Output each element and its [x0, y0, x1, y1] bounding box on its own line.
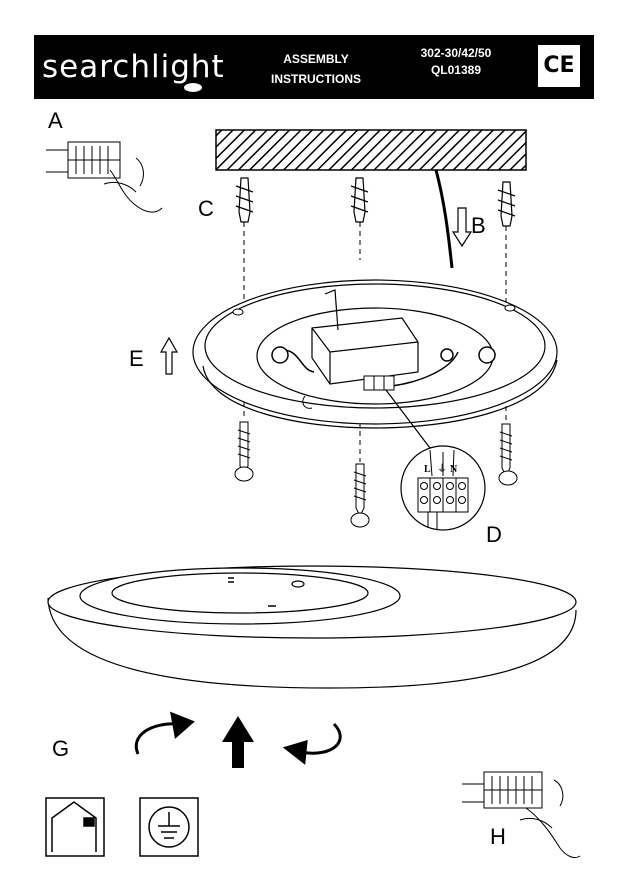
brand-logo: searchlight [42, 49, 225, 85]
document-title: ASSEMBLY INSTRUCTIONS [266, 49, 366, 89]
hand-terminal-block-h [462, 771, 581, 859]
screw-left [234, 421, 254, 482]
rotate-counterclockwise-arrow-icon [282, 722, 342, 765]
arrow-up-icon [159, 336, 179, 375]
lift-up-arrow-icon [222, 716, 254, 768]
terminal-label-neutral: N [450, 464, 458, 475]
terminal-label-live: L [424, 464, 431, 475]
title-line-1: ASSEMBLY [283, 52, 349, 66]
step-label-d: D [486, 522, 502, 547]
step-label-c: C [198, 196, 214, 221]
header-bar: searchlight ASSEMBLY INSTRUCTIONS 302-30… [34, 35, 594, 99]
supply-cable [434, 169, 454, 269]
led-driver-unit [311, 289, 419, 385]
indoor-use-icon [45, 797, 105, 857]
terminal-detail: L ⏚ N [400, 445, 486, 531]
inner-wiring [271, 346, 496, 387]
screw-middle [350, 463, 370, 528]
step-label-g: G [52, 736, 70, 761]
diffuser-shade [47, 565, 577, 689]
brand-logo-dot [184, 83, 202, 92]
terminal-block-small [363, 375, 395, 391]
wall-plug-middle [350, 177, 369, 223]
model-info: 302-30/42/50 QL01389 [404, 45, 508, 79]
screw-right [498, 423, 518, 486]
ceiling-block [215, 129, 527, 171]
terminal-label-earth: ⏚ [437, 463, 447, 475]
title-line-2: INSTRUCTIONS [271, 72, 361, 86]
step-label-e: E [129, 346, 144, 371]
wall-plug-left [235, 177, 254, 223]
product-code: QL01389 [430, 63, 482, 77]
step-label-a: A [48, 108, 63, 133]
ce-mark-icon: CE [538, 45, 580, 87]
step-label-h: H [490, 824, 506, 849]
protective-earth-icon [139, 797, 199, 857]
arrow-down-icon [451, 207, 473, 248]
rotate-clockwise-arrow-icon [134, 711, 195, 755]
wall-plug-right [497, 181, 516, 227]
model-numbers: 302-30/42/50 [420, 46, 492, 60]
hand-terminal-block-a [46, 141, 163, 213]
step-label-b: B [471, 213, 486, 238]
detail-leader-line [385, 389, 437, 457]
mounting-holes [232, 304, 516, 409]
